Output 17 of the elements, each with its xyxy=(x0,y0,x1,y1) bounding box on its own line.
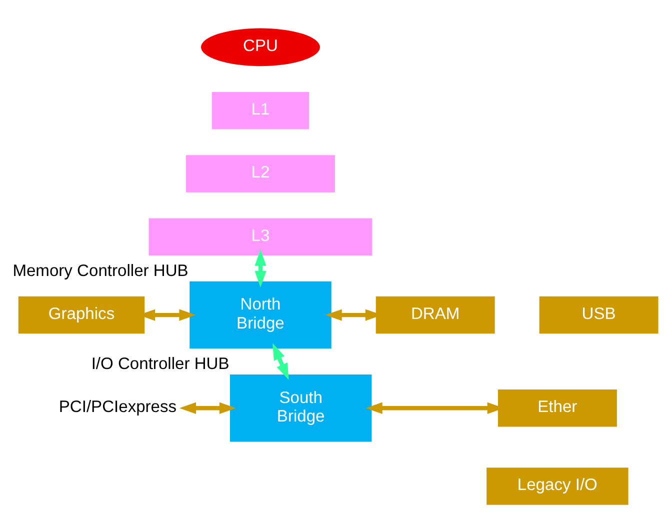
arrow xyxy=(272,342,289,380)
node-text: PCI/PCIexpress xyxy=(58,396,177,416)
arrow xyxy=(179,402,236,414)
node-box: L1 xyxy=(212,92,310,129)
node-label: I/O Controller HUB xyxy=(91,354,230,373)
node-label: Memory Controller HUB xyxy=(12,260,188,280)
node-box: South Bridge xyxy=(230,374,372,442)
node-box: USB xyxy=(539,296,658,334)
node-box: Legacy I/O xyxy=(486,467,628,504)
node-box: Ether xyxy=(498,389,617,426)
node-ellipse: CPU xyxy=(201,28,320,66)
arrow xyxy=(254,248,266,287)
node-box: DRAM xyxy=(376,296,495,334)
node-box: Graphics xyxy=(18,296,145,334)
node-box: L2 xyxy=(186,154,335,192)
node-box: L3 xyxy=(148,218,372,256)
node-box: North Bridge xyxy=(190,280,332,348)
